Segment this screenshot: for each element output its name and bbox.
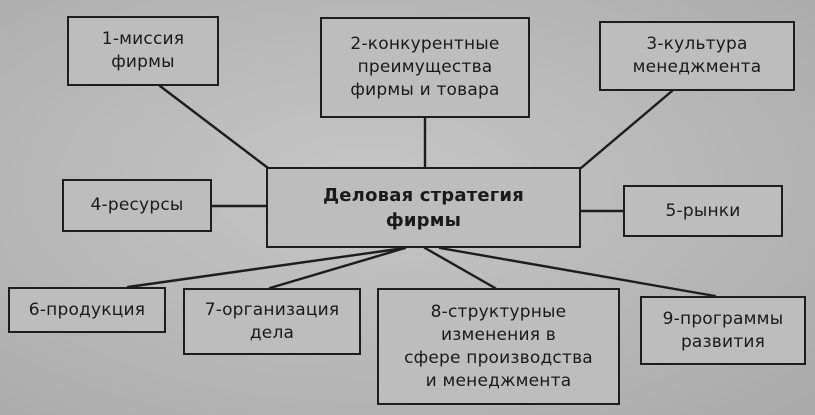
box-competitive-advantages-label: 2-конкурентные преимущества фирмы и това… bbox=[350, 34, 500, 100]
box-competitive-advantages: 2-конкурентные преимущества фирмы и това… bbox=[320, 17, 530, 118]
box-management-culture: 3-культура менеджмента bbox=[599, 21, 795, 91]
box-markets: 5-рынки bbox=[623, 185, 783, 237]
box-business-organization: 7-организация дела bbox=[183, 288, 361, 355]
box-business-organization-label: 7-организация дела bbox=[204, 299, 340, 343]
connector-development-programs bbox=[438, 246, 717, 298]
box-structural-changes: 8-структурные изменения в сфере производ… bbox=[377, 288, 620, 405]
box-management-culture-label: 3-культура менеджмента bbox=[632, 34, 762, 77]
box-structural-changes-label: 8-структурные изменения в сфере производ… bbox=[404, 301, 593, 391]
box-mission-label: 1-миссия фирмы bbox=[101, 29, 185, 72]
connector-management-culture bbox=[579, 89, 674, 170]
box-products-label: 6-продукция bbox=[28, 299, 146, 320]
center-box-business-strategy: Деловая стратегия фирмы bbox=[266, 167, 581, 248]
box-resources: 4-ресурсы bbox=[62, 179, 212, 232]
box-development-programs-label: 9-программы развития bbox=[662, 308, 784, 352]
box-products: 6-продукция bbox=[8, 287, 166, 333]
box-mission: 1-миссия фирмы bbox=[67, 16, 219, 86]
box-development-programs: 9-программы развития bbox=[640, 296, 806, 365]
connector-mission bbox=[158, 84, 270, 170]
connector-products bbox=[126, 246, 407, 289]
connector-business-organization bbox=[268, 246, 407, 290]
box-resources-label: 4-ресурсы bbox=[90, 195, 184, 215]
center-box-label: Деловая стратегия фирмы bbox=[323, 184, 524, 231]
box-markets-label: 5-рынки bbox=[665, 200, 741, 221]
connector-structural-changes bbox=[423, 246, 497, 290]
